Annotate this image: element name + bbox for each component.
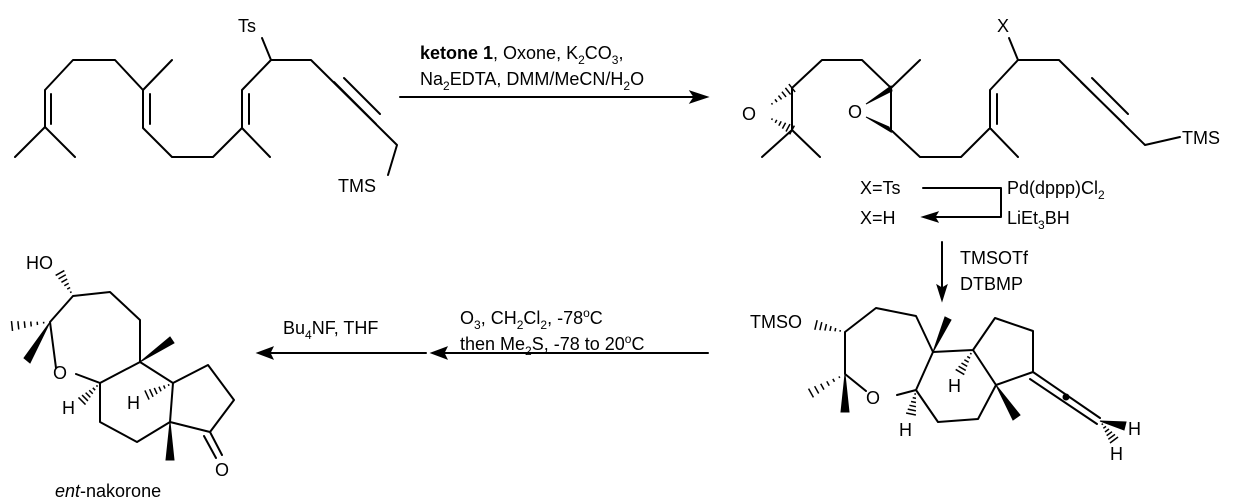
- x-substituent-label: X: [997, 16, 1009, 36]
- tms-label: TMS: [338, 176, 376, 196]
- hashed-wedge-bond: [807, 376, 841, 398]
- reaction-arrow-ozonolysis: O3, CH2Cl2, -78oC then Me2S, -78 to 20oC: [429, 306, 709, 360]
- tmsotf-reagent: TMSOTf: [960, 248, 1029, 268]
- hashed-wedge-bond: [770, 118, 796, 135]
- step1-conditions-line2: Na2EDTA, DMM/MeCN/H2O: [420, 69, 644, 93]
- hydride-reagent: LiEt3BH: [1007, 208, 1070, 232]
- ring-fusion-h: H: [948, 376, 961, 396]
- ent-nakorone-product: HO O O H H ent-nakorone: [10, 253, 235, 501]
- x-h-label: X=H: [860, 208, 896, 228]
- ring-oxygen: O: [866, 388, 880, 408]
- hashed-wedge-bond: [770, 83, 796, 105]
- ketone-oxygen: O: [215, 460, 229, 480]
- allene-h: H: [1110, 444, 1123, 464]
- bis-epoxide-intermediate: O O X TMS: [742, 16, 1220, 158]
- tosyl-label: Ts: [238, 16, 256, 36]
- epoxide-oxygen-2: O: [848, 102, 862, 122]
- desulfonylation-annotation: X=Ts X=H Pd(dppp)Cl2 LiEt3BH: [860, 178, 1105, 232]
- reaction-arrow-deprotection: Bu4NF, THF: [255, 318, 427, 360]
- allene-h: H: [1128, 419, 1141, 439]
- step1-conditions-line1: ketone 1, Oxone, K2CO3,: [420, 43, 623, 67]
- ring-oxygen: O: [53, 363, 67, 383]
- epoxide-oxygen-1: O: [742, 104, 756, 124]
- tms-label: TMS: [1182, 128, 1220, 148]
- hashed-wedge-bond: [905, 393, 917, 416]
- hashed-wedge-bond: [10, 320, 45, 332]
- ring-fusion-h: H: [127, 393, 140, 413]
- tricyclic-allene-intermediate: TMSO O H H H H: [750, 307, 1141, 464]
- hydroxyl-label: HO: [26, 253, 53, 273]
- reaction-arrow-down: TMSOTf DTBMP: [936, 241, 1029, 303]
- hashed-wedge-bond: [955, 352, 972, 376]
- pd-reagent: Pd(dppp)Cl2: [1007, 178, 1105, 202]
- step4-conditions-line2: then Me2S, -78 to 20oC: [460, 332, 644, 358]
- ring-fusion-h: H: [899, 420, 912, 440]
- dtbmp-reagent: DTBMP: [960, 274, 1023, 294]
- compound-name: ent-nakorone: [55, 481, 161, 501]
- hashed-wedge-bond: [814, 319, 842, 332]
- tmso-label: TMSO: [750, 312, 802, 332]
- reaction-arrow-1: ketone 1, Oxone, K2CO3, Na2EDTA, DMM/MeC…: [399, 43, 710, 104]
- step5-conditions: Bu4NF, THF: [283, 318, 378, 342]
- x-ts-label: X=Ts: [860, 178, 901, 198]
- ring-fusion-h: H: [62, 398, 75, 418]
- step4-conditions-line1: O3, CH2Cl2, -78oC: [460, 306, 603, 332]
- hashed-wedge-bond: [55, 269, 72, 294]
- hashed-wedge-bond: [1101, 423, 1119, 444]
- starting-material: Ts TMS: [14, 16, 398, 196]
- hashed-wedge-bond: [144, 383, 170, 400]
- hashed-wedge-bond: [77, 384, 99, 406]
